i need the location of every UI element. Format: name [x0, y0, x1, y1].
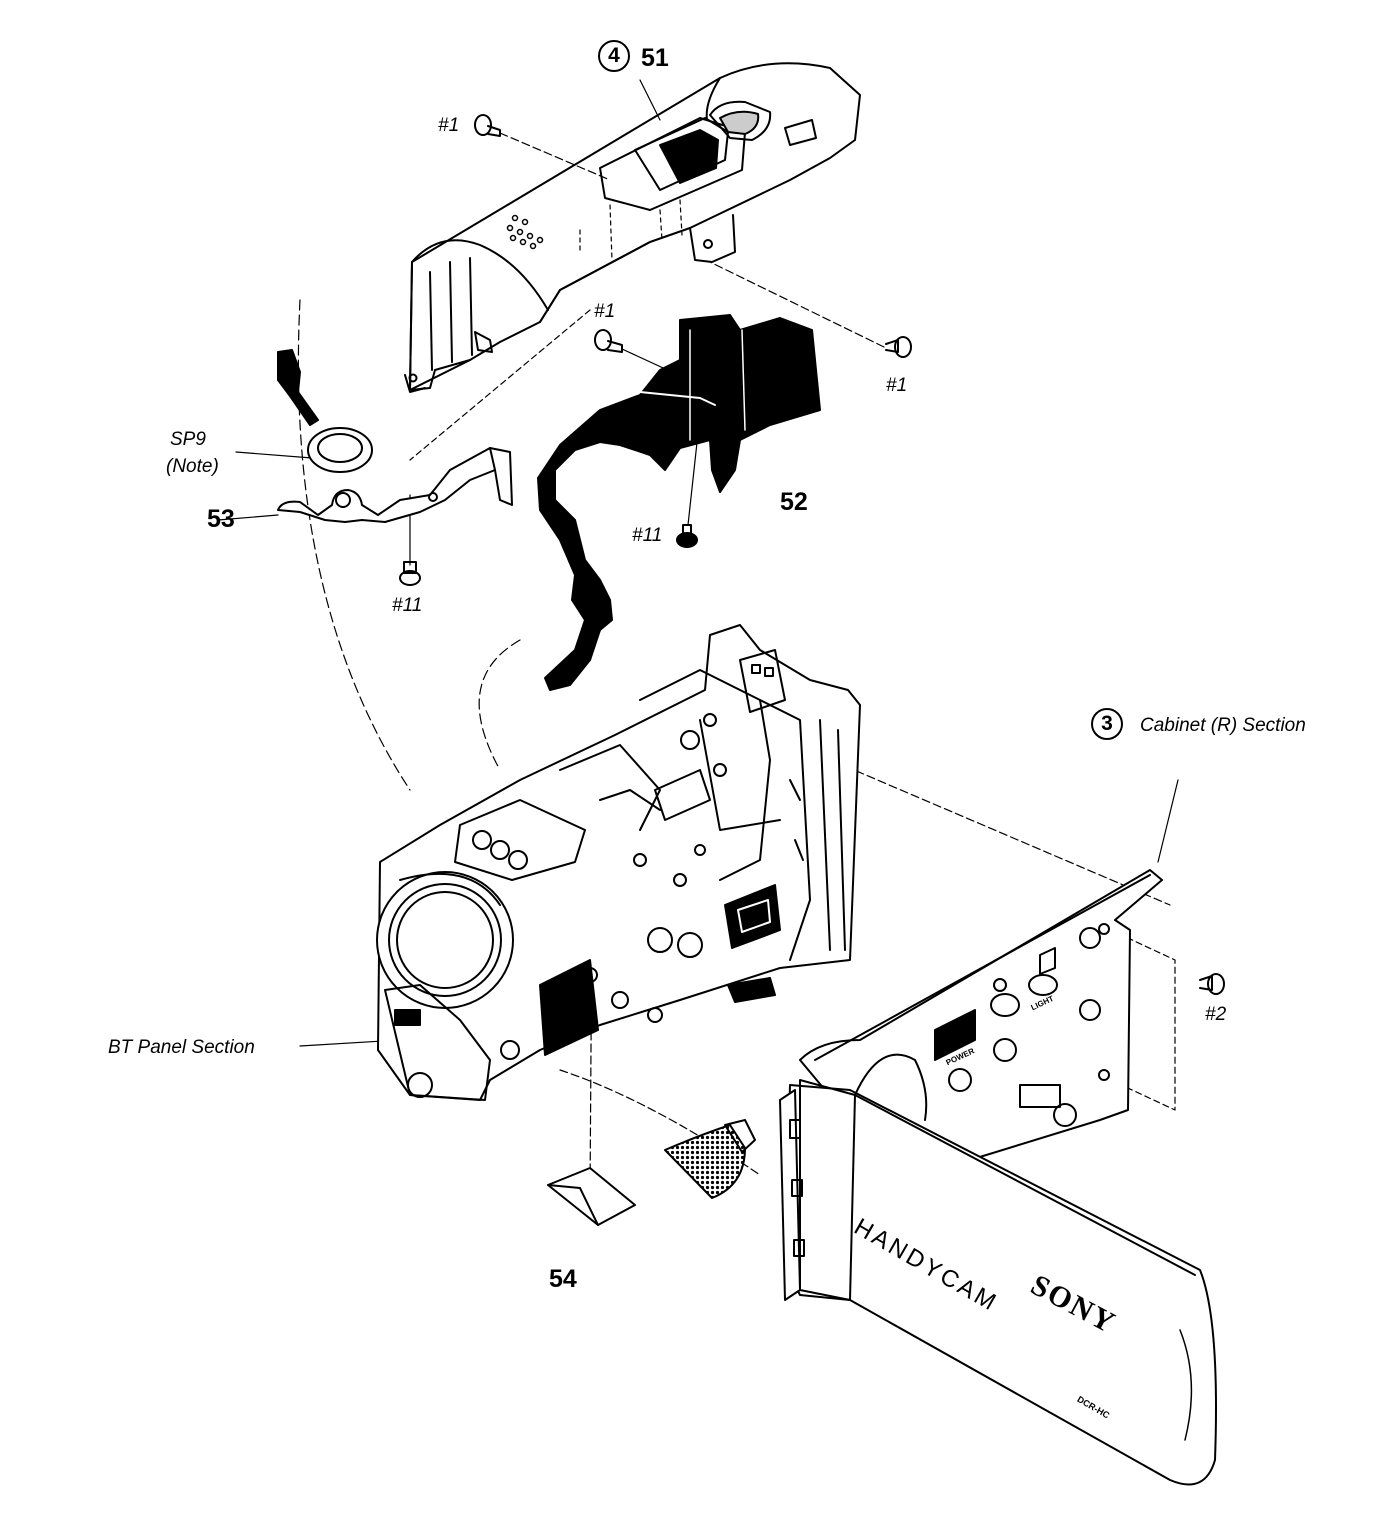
lcd-panel	[779, 1053, 1217, 1486]
screw-1-label-right: #1	[886, 375, 908, 396]
screw-1-middle	[594, 329, 623, 353]
top-cabinet-cover-part-51	[404, 62, 861, 393]
screw-11-flex	[676, 524, 698, 548]
part-54-label: 54	[549, 1265, 577, 1293]
part-52-label: 52	[780, 488, 808, 516]
bt-panel-section-label: BT Panel Section	[108, 1037, 255, 1058]
bracket-part-53	[277, 447, 513, 523]
screw-1-right	[885, 336, 912, 358]
speaker-sp9	[277, 349, 373, 473]
screw-1-label-top: #1	[438, 115, 460, 136]
part-53-label: 53	[207, 505, 235, 533]
cabinet-r-section-label: Cabinet (R) Section	[1140, 715, 1306, 736]
mesh-sheet	[664, 1119, 756, 1199]
flexible-board-part-52	[537, 314, 821, 691]
sheet-part-54	[547, 1167, 636, 1226]
section-3-marker: 3	[1091, 708, 1123, 740]
sp9-note-label: (Note)	[166, 456, 219, 477]
screw-11-label-flex: #11	[632, 525, 663, 546]
camera-chassis	[376, 624, 861, 1101]
cabinet-r-section	[799, 869, 1163, 1161]
screw-1-top	[474, 114, 501, 137]
screw-2	[1199, 973, 1225, 995]
part-51-label: 51	[641, 44, 669, 72]
screw-2-label: #2	[1205, 1004, 1227, 1025]
sp9-label: SP9	[170, 429, 206, 450]
screw-11-bracket	[399, 561, 421, 586]
section-4-marker: 4	[598, 40, 630, 72]
screw-1-label-middle: #1	[594, 301, 616, 322]
screw-11-label-bracket: #11	[392, 595, 423, 616]
